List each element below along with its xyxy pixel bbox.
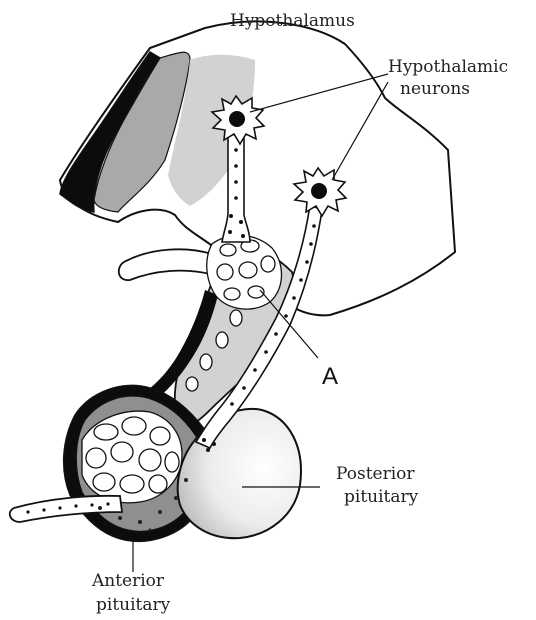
- label-anterior-line1: Anterior: [91, 571, 165, 591]
- label-neurons-line2: neurons: [400, 79, 470, 99]
- label-posterior-line1: Posterior: [336, 464, 415, 484]
- label-anterior-line2: pituitary: [96, 595, 171, 615]
- median-eminence-capillaries: [207, 235, 282, 309]
- label-neurons-line1: Hypothalamic: [388, 57, 508, 77]
- neck-tube: [119, 249, 217, 280]
- label-posterior-line2: pituitary: [344, 487, 419, 507]
- label-hypothalamus: Hypothalamus: [230, 11, 355, 31]
- label-marker-a: A: [322, 363, 338, 390]
- anterior-capillary-network: [82, 411, 182, 503]
